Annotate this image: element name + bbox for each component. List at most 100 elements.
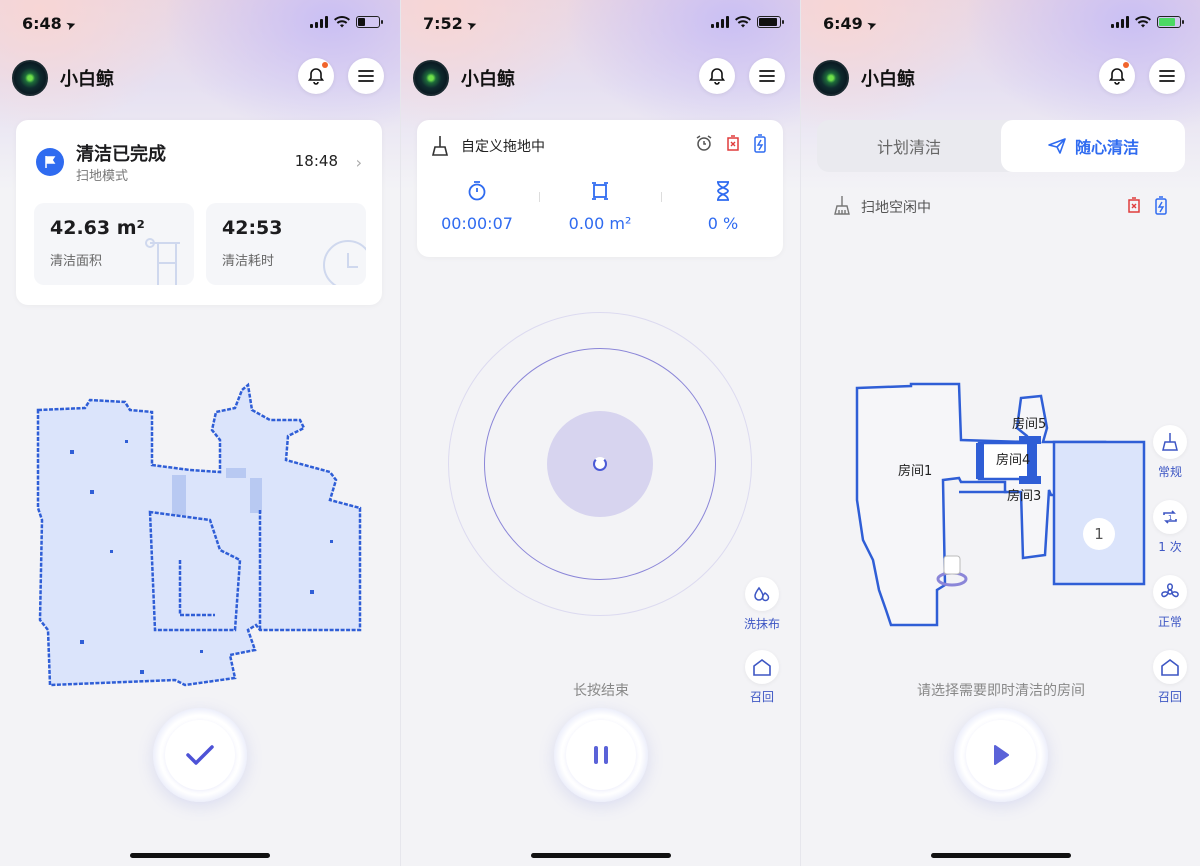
wash-mop-button[interactable]: 洗抹布: [742, 577, 782, 632]
outer-radar-ring: [448, 312, 752, 616]
battery-icon: [757, 16, 784, 28]
cleaning-summary-card[interactable]: 清洁已完成 扫地模式 18:48 › 42.63 m² 清洁面积 42:53 清…: [16, 120, 382, 305]
repeat-count-label: 1 次: [1158, 540, 1182, 554]
summary-mode: 扫地模式: [76, 169, 129, 184]
notification-button[interactable]: [1099, 58, 1135, 94]
fan-level-button[interactable]: 正常: [1150, 575, 1190, 630]
status-bar: 6:48➤: [0, 0, 400, 48]
summary-title: 清洁已完成: [76, 144, 166, 165]
app-name: 小白鲸: [60, 69, 114, 90]
room-label-4[interactable]: 房间4: [996, 453, 1031, 468]
hourglass-icon: [717, 181, 729, 201]
mop-wash-icon: [754, 586, 770, 602]
home-indicator[interactable]: [130, 853, 270, 858]
elapsed-time-value: 00:00:07: [441, 214, 513, 233]
hamburger-menu-icon: [358, 70, 374, 82]
recall-label: 召回: [1157, 690, 1182, 704]
broom-icon: [1162, 433, 1178, 451]
app-name: 小白鲸: [861, 69, 915, 90]
home-icon: [753, 659, 771, 676]
duration-label: 清洁耗时: [222, 254, 275, 269]
battery-charging-icon[interactable]: [1154, 196, 1168, 216]
long-press-hint: 长按结束: [573, 683, 629, 699]
room-label-1[interactable]: 房间1: [898, 464, 933, 479]
notification-button[interactable]: [699, 58, 735, 94]
notification-button[interactable]: [298, 58, 334, 94]
wifi-icon: [735, 16, 751, 28]
cleaned-area-value: 0.00 m²: [568, 214, 632, 233]
menu-button[interactable]: [1149, 58, 1185, 94]
robot-marker: [943, 555, 961, 575]
tab-quick-clean[interactable]: 随心清洁: [1001, 120, 1185, 172]
app-name: 小白鲸: [461, 69, 515, 90]
divider: [661, 192, 662, 202]
summary-time: 18:48: [294, 152, 338, 170]
divider: [539, 192, 540, 202]
cleaned-area-stat: 0.00 m²: [540, 180, 660, 233]
mop-icon: [431, 136, 449, 156]
svg-text:1: 1: [1168, 514, 1172, 522]
complete-button[interactable]: [153, 708, 247, 802]
area-frame-icon: [592, 182, 608, 200]
duration-value: 42:53: [222, 217, 283, 239]
water-tank-alert-icon[interactable]: [725, 134, 741, 152]
area-value: 42.63 m²: [50, 217, 145, 239]
check-icon: [186, 745, 214, 765]
fan-icon: [1161, 583, 1179, 598]
menu-button[interactable]: [749, 58, 785, 94]
hamburger-menu-icon: [1159, 70, 1175, 82]
repeat-count-button[interactable]: 1 1 次: [1150, 500, 1190, 555]
send-icon: [1048, 138, 1066, 154]
fan-level-label: 正常: [1157, 615, 1182, 629]
chevron-right-icon: ›: [355, 153, 362, 172]
wifi-icon: [1135, 16, 1151, 28]
cellular-signal-icon: [310, 16, 328, 28]
select-room-hint: 请选择需要即时清洁的房间: [917, 683, 1085, 699]
water-tank-alert-icon[interactable]: [1126, 196, 1142, 214]
progress-value: 0 %: [707, 214, 739, 233]
hamburger-menu-icon: [759, 70, 775, 82]
battery-charging-icon[interactable]: [753, 134, 767, 154]
recall-button[interactable]: 召回: [742, 650, 782, 705]
app-header: 小白鲸: [12, 58, 388, 98]
selected-room-number: 1: [1083, 518, 1115, 550]
home-indicator[interactable]: [931, 853, 1071, 858]
cleaning-status-card: 自定义拖地中 00:00:07 0.00 m² 0 %: [417, 120, 783, 257]
app-header: 小白鲸: [813, 58, 1189, 98]
ruler-area-icon: [145, 238, 180, 285]
start-button[interactable]: [954, 708, 1048, 802]
stopwatch-icon: [468, 181, 486, 201]
alarm-clock-icon[interactable]: [695, 134, 713, 152]
home-indicator[interactable]: [531, 853, 671, 858]
suction-mode-button[interactable]: 常规: [1150, 425, 1190, 480]
bell-icon: [1108, 68, 1126, 85]
cleaning-mode-tabs: 计划清洁 随心清洁: [817, 120, 1185, 172]
room-map[interactable]: [851, 380, 1151, 630]
room-1-highlight[interactable]: [1052, 440, 1146, 586]
tab-scheduled-clean[interactable]: 计划清洁: [876, 138, 941, 157]
status-time: 7:52➤: [423, 14, 479, 34]
screen-quick-clean: 6:49➤ 小白鲸 计划清洁 随心清洁 扫地空闲中: [800, 0, 1200, 866]
menu-button[interactable]: [348, 58, 384, 94]
repeat-icon: 1: [1163, 510, 1177, 524]
battery-icon: [356, 16, 383, 28]
clock-icon: [323, 240, 366, 285]
pause-button[interactable]: [554, 708, 648, 802]
area-label: 清洁面积: [50, 254, 103, 269]
robot-position-disc: [547, 411, 653, 517]
status-time: 6:49➤: [823, 14, 879, 34]
bell-icon: [708, 68, 726, 85]
recall-button[interactable]: 召回: [1150, 650, 1190, 705]
robot-avatar[interactable]: [413, 60, 449, 96]
robot-avatar[interactable]: [813, 60, 849, 96]
room-label-5[interactable]: 房间5: [1012, 417, 1047, 432]
robot-status-text: 扫地空闲中: [861, 200, 931, 216]
room-label-3[interactable]: 房间3: [1007, 489, 1042, 504]
status-bar: 7:52➤: [401, 0, 800, 48]
robot-avatar[interactable]: [12, 60, 48, 96]
bell-icon: [307, 68, 325, 85]
inner-radar-ring: [484, 348, 716, 580]
screen-cleaning-complete: 6:48➤ 小白鲸 清洁已完成 扫地模式 18:48 › 42.63 m² 清洁…: [0, 0, 400, 866]
duration-stat: 42:53 清洁耗时: [206, 203, 366, 285]
notification-dot: [1123, 62, 1129, 68]
